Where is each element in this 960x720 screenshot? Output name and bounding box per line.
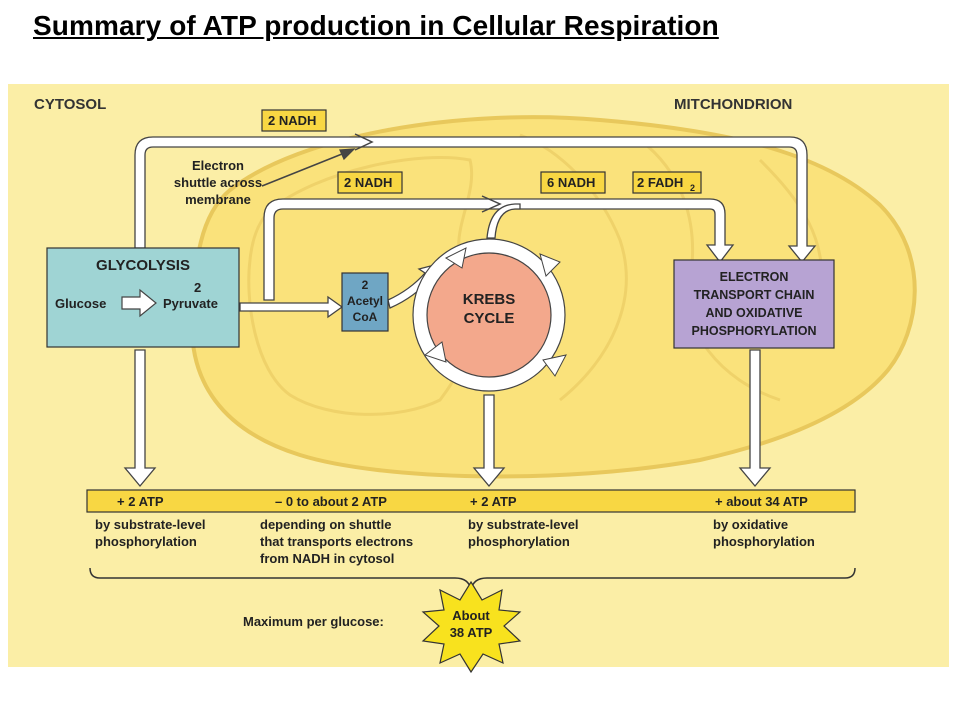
atp-item-krebs: + 2 ATP by substrate-level phosphorylati… [468, 494, 579, 549]
svg-text:– 0 to about 2 ATP: – 0 to about 2 ATP [275, 494, 387, 509]
svg-text:that transports electrons: that transports electrons [260, 534, 413, 549]
nadh-shuttle-box: 2 NADH [261, 109, 327, 132]
acetyl-coa-box: 2 Acetyl CoA [341, 272, 389, 332]
svg-text:by oxidative: by oxidative [713, 517, 788, 532]
krebs-cycle: KREBS CYCLE [412, 238, 567, 392]
krebs-cycle-arrowhead-left [423, 341, 447, 363]
svg-text:phosphorylation: phosphorylation [468, 534, 570, 549]
arrows [123, 133, 817, 488]
glycolysis-arrow [121, 288, 157, 318]
atp-item-glycolysis: + 2 ATP by substrate-level phosphorylati… [95, 494, 206, 549]
total-atp-burst: About 38 ATP [421, 580, 522, 674]
glycolysis-title: GLYCOLYSIS [96, 257, 190, 274]
svg-text:2 NADH: 2 NADH [268, 113, 316, 128]
nadh-krebs-box: 6 NADH [540, 171, 606, 194]
svg-text:ELECTRON: ELECTRON [720, 270, 789, 284]
pyruvate-label: Pyruvate [163, 296, 218, 311]
nadh-loop-arrow [263, 198, 735, 301]
svg-text:+ 2 ATP: + 2 ATP [470, 494, 517, 509]
svg-text:CoA: CoA [353, 310, 378, 324]
svg-text:TRANSPORT CHAIN: TRANSPORT CHAIN [694, 288, 815, 302]
shuttle-chevron [354, 133, 374, 151]
svg-text:2: 2 [690, 183, 695, 193]
pyruvate-to-acetyl-arrow [239, 295, 344, 319]
svg-text:membrane: membrane [185, 192, 251, 207]
svg-text:PHOSPHORYLATION: PHOSPHORYLATION [691, 324, 816, 338]
krebs-cycle-arrowhead-upper-left [444, 247, 467, 269]
shuttle-pointer [261, 149, 353, 187]
etc-atp-arrow [738, 349, 772, 488]
svg-text:Acetyl: Acetyl [347, 294, 383, 308]
svg-text:phosphorylation: phosphorylation [713, 534, 815, 549]
shuttle-pointer-head [339, 148, 356, 161]
atp-item-shuttle: – 0 to about 2 ATP depending on shuttle … [260, 494, 413, 566]
svg-text:+ 2 ATP: + 2 ATP [117, 494, 164, 509]
glycolysis-box: GLYCOLYSIS Glucose 2 Pyruvate [46, 247, 240, 348]
svg-text:2 NADH: 2 NADH [344, 175, 392, 190]
svg-text:from NADH in cytosol: from NADH in cytosol [260, 551, 394, 566]
nadh-loop-chevron [481, 195, 502, 213]
mitochondrion-label: MITCHONDRION [674, 96, 792, 113]
nadh-acetyl-box: 2 NADH [337, 171, 403, 194]
krebs-cycle-arrowhead-top [539, 253, 561, 277]
glucose-label: Glucose [55, 296, 106, 311]
atp-item-oxidative: + about 34 ATP by oxidative phosphorylat… [713, 494, 815, 549]
svg-text:by substrate-level: by substrate-level [468, 517, 579, 532]
atp-bar [86, 489, 856, 513]
svg-text:phosphorylation: phosphorylation [95, 534, 197, 549]
svg-text:+ about 34 ATP: + about 34 ATP [715, 494, 808, 509]
glycolysis-atp-arrow [123, 349, 157, 488]
shuttle-arrow [134, 136, 817, 264]
page-title: Summary of ATP production in Cellular Re… [33, 10, 719, 41]
svg-text:2: 2 [362, 278, 369, 292]
fadh2-box: 2 FADH 2 [632, 171, 702, 194]
krebs-line1: KREBS [463, 291, 516, 308]
svg-text:Electron: Electron [192, 158, 244, 173]
shuttle-label: Electron shuttle across membrane [174, 158, 262, 207]
pyruvate-count: 2 [194, 280, 201, 295]
krebs-atp-arrow [472, 394, 506, 488]
svg-text:About: About [452, 608, 490, 623]
krebs-line2: CYCLE [464, 310, 515, 327]
svg-text:AND OXIDATIVE: AND OXIDATIVE [706, 306, 803, 320]
krebs-cycle-arrowhead-right [542, 354, 567, 377]
svg-text:shuttle across: shuttle across [174, 175, 262, 190]
etc-box: ELECTRON TRANSPORT CHAIN AND OXIDATIVE P… [673, 259, 835, 349]
krebs-loop-connector [486, 203, 521, 239]
cytosol-label: CYTOSOL [34, 96, 106, 113]
svg-text:depending on shuttle: depending on shuttle [260, 517, 391, 532]
svg-text:by substrate-level: by substrate-level [95, 517, 206, 532]
svg-text:38 ATP: 38 ATP [450, 625, 493, 640]
svg-text:2 FADH: 2 FADH [637, 175, 683, 190]
svg-text:6 NADH: 6 NADH [547, 175, 595, 190]
max-per-glucose-label: Maximum per glucose: [243, 614, 384, 629]
